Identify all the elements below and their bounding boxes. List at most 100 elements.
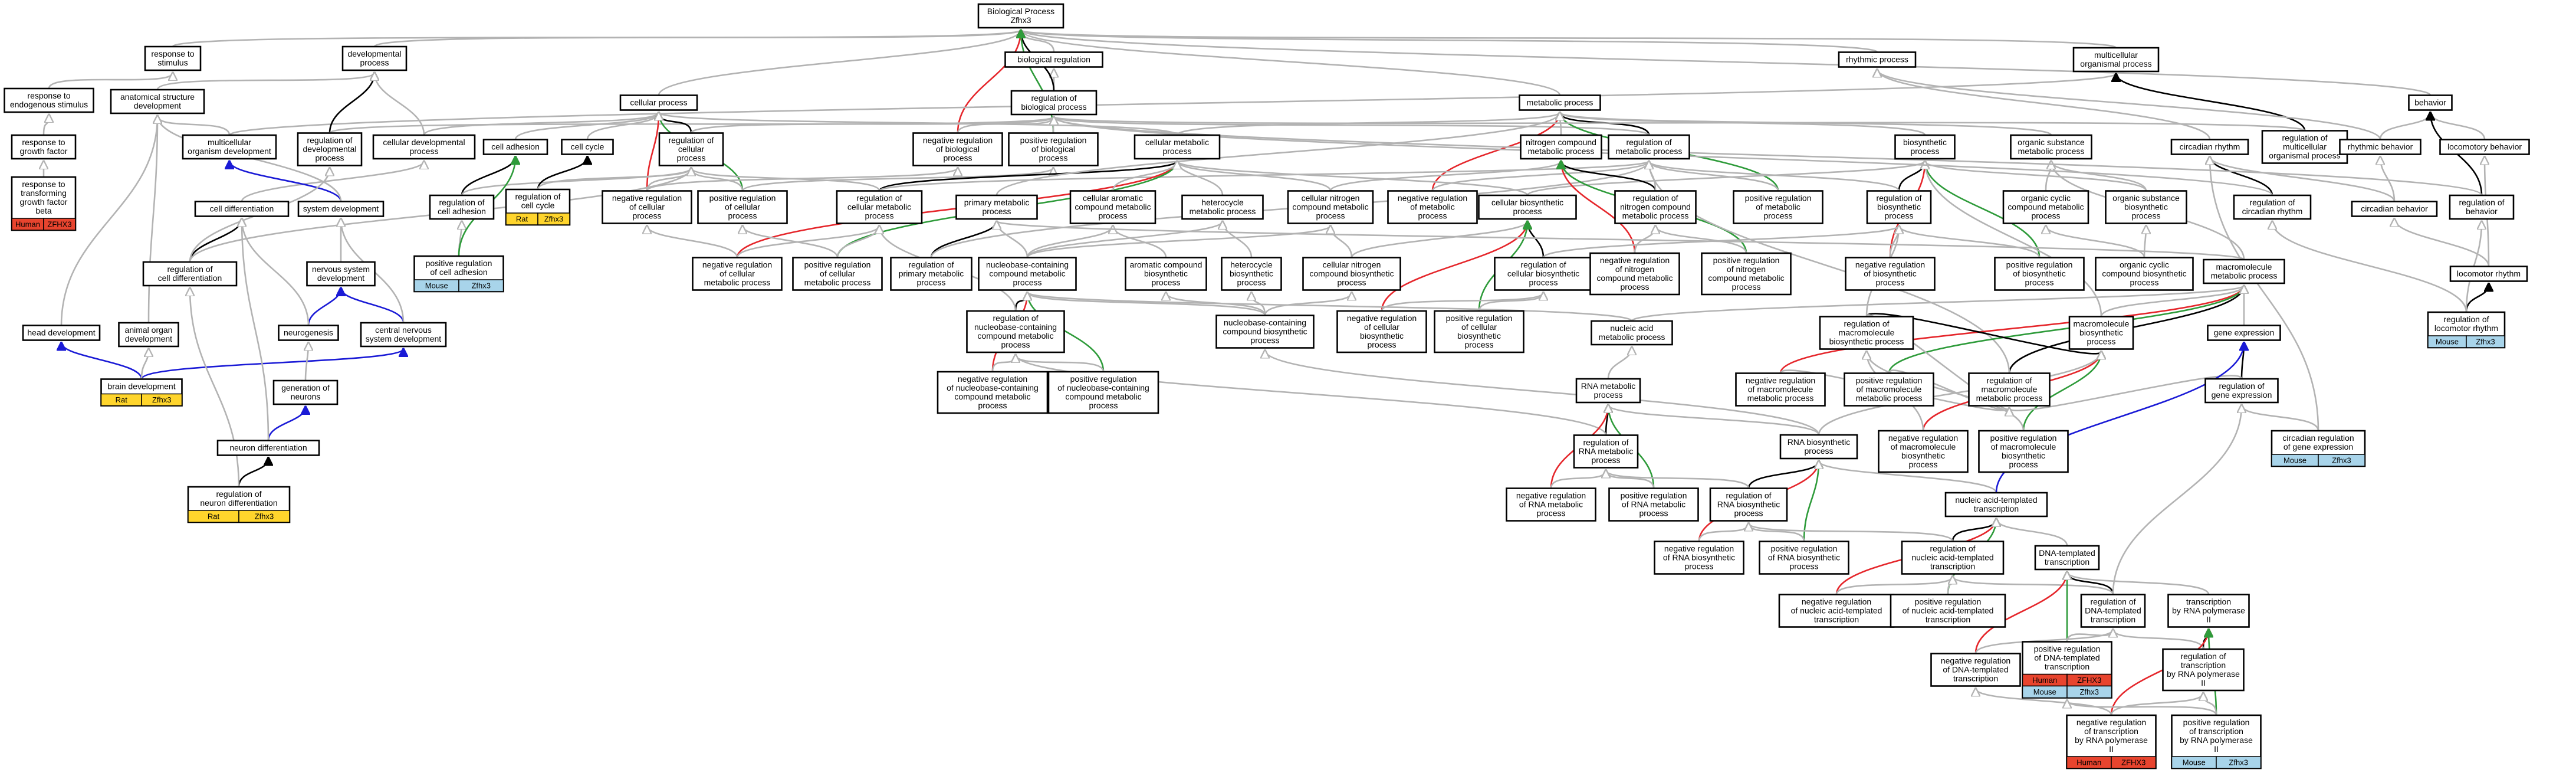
go-term-box[interactable] (1125, 257, 1207, 291)
go-term-box[interactable] (1930, 653, 2021, 687)
go-term-box[interactable] (1844, 372, 1934, 407)
go-term-box[interactable] (1845, 257, 1936, 291)
go-term-box[interactable] (2034, 545, 2100, 571)
go-term-box[interactable] (912, 132, 1003, 166)
go-term-box[interactable] (1944, 492, 2048, 518)
go-term-box[interactable] (937, 371, 1049, 414)
go-term-box[interactable] (297, 132, 363, 166)
go-term-box[interactable] (2351, 201, 2438, 217)
go-term-box[interactable] (272, 379, 339, 405)
go-term-rhythmic-process[interactable]: rhythmic process (1838, 51, 1917, 68)
go-term-box[interactable] (1878, 430, 1969, 473)
go-term-box[interactable] (22, 325, 101, 341)
go-term-box[interactable] (1901, 541, 2005, 575)
go-term-box[interactable] (142, 261, 238, 287)
go-term-rhythmic-behavior[interactable]: rhythmic behavior (2339, 139, 2421, 155)
go-term-box[interactable] (372, 134, 476, 160)
go-term-box[interactable] (306, 261, 376, 287)
go-term-box[interactable] (4, 87, 94, 113)
go-term-box[interactable] (1978, 430, 2069, 473)
go-term-gene-expression[interactable]: gene expression (2207, 325, 2281, 341)
go-term-box[interactable] (1004, 51, 1103, 68)
go-term-box[interactable] (429, 194, 495, 220)
go-term-box[interactable] (1302, 257, 1401, 291)
go-term-box[interactable] (1133, 134, 1221, 160)
go-term-box[interactable] (278, 325, 339, 341)
go-term-behavior[interactable]: behavior (2408, 94, 2453, 111)
go-term-box[interactable] (1434, 310, 1524, 353)
go-term-box[interactable] (1287, 190, 1374, 224)
go-term-box[interactable] (1573, 434, 1639, 469)
go-term-box[interactable] (1778, 594, 1895, 628)
go-term-box[interactable] (1478, 194, 1577, 220)
go-term-box[interactable] (194, 201, 290, 217)
go-term-box[interactable] (890, 257, 972, 291)
go-term-box[interactable] (977, 3, 1064, 29)
go-term-neuron-differentiation[interactable]: neuron differentiation (216, 440, 320, 456)
go-term-box[interactable] (2449, 194, 2515, 220)
go-term-head-development[interactable]: head development (22, 325, 101, 341)
go-term-box[interactable] (341, 45, 408, 71)
go-term-box[interactable] (11, 134, 77, 160)
go-term-box[interactable] (1733, 190, 1823, 224)
go-term-box[interactable] (2233, 194, 2312, 220)
go-term-box[interactable] (1336, 310, 1427, 353)
go-term-locomotory-behavior[interactable]: locomotory behavior (2439, 139, 2530, 155)
go-term-box[interactable] (118, 322, 179, 348)
go-term-box[interactable] (2068, 316, 2134, 350)
go-term-biological-regulation[interactable]: biological regulation (1004, 51, 1103, 68)
go-term-box[interactable] (561, 139, 614, 155)
go-term-box[interactable] (2010, 134, 2092, 160)
go-term-box[interactable] (360, 322, 447, 348)
go-term-box[interactable] (1181, 194, 1264, 220)
go-term-system-development[interactable]: system development (297, 201, 385, 217)
